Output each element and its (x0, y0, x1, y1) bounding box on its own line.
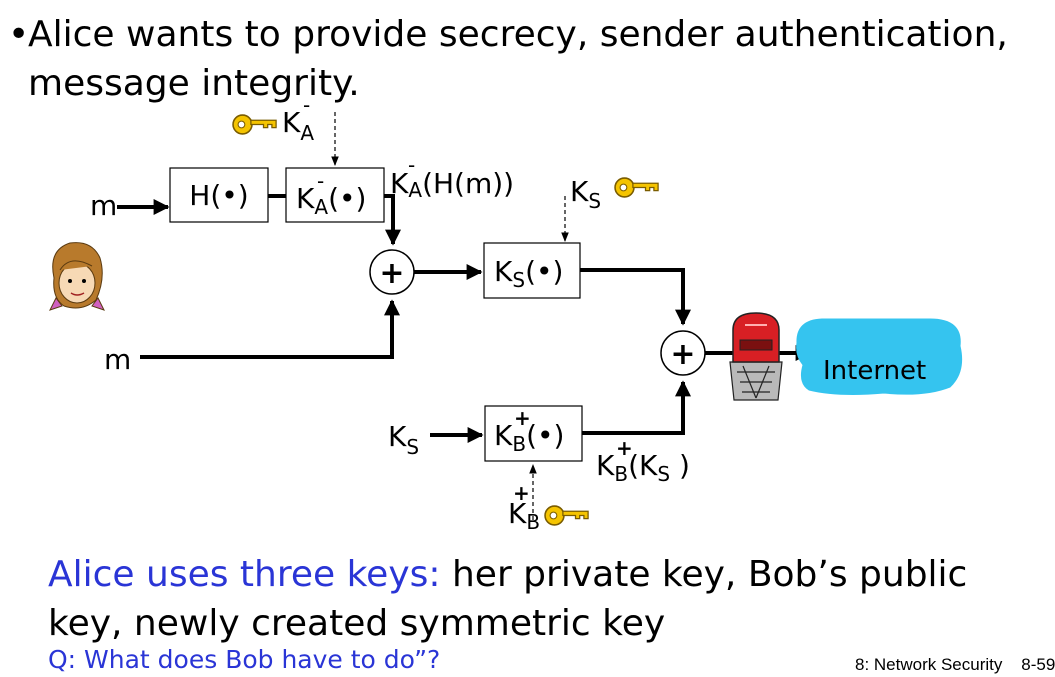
bullet-point: • Alice wants to provide secrecy, sender… (8, 10, 1038, 108)
sym-key-input-label: KS (388, 420, 419, 459)
public-key-box (484, 405, 583, 462)
concat-plus-right: + (670, 337, 695, 372)
sym-key-box (483, 242, 581, 299)
bullet-dot: • (8, 14, 30, 55)
signed-hash-sup: - (408, 153, 415, 177)
internet-label: Internet (823, 356, 926, 386)
key-icon (544, 505, 589, 526)
private-key-box-label: KA(•) (296, 182, 366, 219)
signed-hash-label: KA(H(m)) (390, 167, 514, 202)
concat-plus-top: + (379, 256, 404, 291)
footer-page: 8-59 (1021, 655, 1055, 674)
public-key-box-label: KB(•) (494, 419, 564, 456)
message-m-bottom: m (104, 343, 131, 376)
hash-box (169, 167, 269, 223)
private-key-label: KA (282, 106, 314, 145)
private-key-box (285, 167, 385, 223)
mailbox-icon (729, 312, 783, 401)
footer-course: 8: Network Security (855, 655, 1003, 674)
alice-icon (49, 242, 105, 311)
private-key-box-sup: - (317, 169, 324, 193)
summary-text: Alice uses three keys: her private key, … (48, 550, 1038, 648)
sym-key-label: KS (570, 175, 601, 213)
public-key-box-sup: + (514, 406, 531, 430)
key-icon (614, 177, 659, 198)
arrow-public-to-plus (582, 380, 691, 435)
sym-key-box-label: KS(•) (494, 255, 563, 292)
bullet-text: Alice wants to provide secrecy, sender a… (28, 14, 1008, 104)
question-text: Q: What does Bob have to do”? (48, 645, 441, 674)
public-key-label: KB (508, 497, 540, 534)
encrypted-key-sup: + (616, 436, 633, 460)
summary-rest: her private key, Bob’s public key, newly… (48, 554, 968, 644)
public-key-label-sup: + (513, 481, 530, 505)
encrypted-key-label: KB(KS ) (596, 449, 690, 486)
private-key-label-sup: - (303, 93, 310, 117)
internet-cloud-icon (796, 318, 963, 395)
key-icon (232, 114, 277, 135)
message-m-top: m (90, 189, 117, 222)
arrow-m-to-plus (140, 299, 400, 359)
arrow-sym-to-plus (580, 268, 691, 326)
hash-box-label: H(•) (189, 179, 248, 212)
summary-lead: Alice uses three keys: (48, 554, 441, 595)
footer: 8: Network Security 8-59 (855, 655, 1055, 675)
